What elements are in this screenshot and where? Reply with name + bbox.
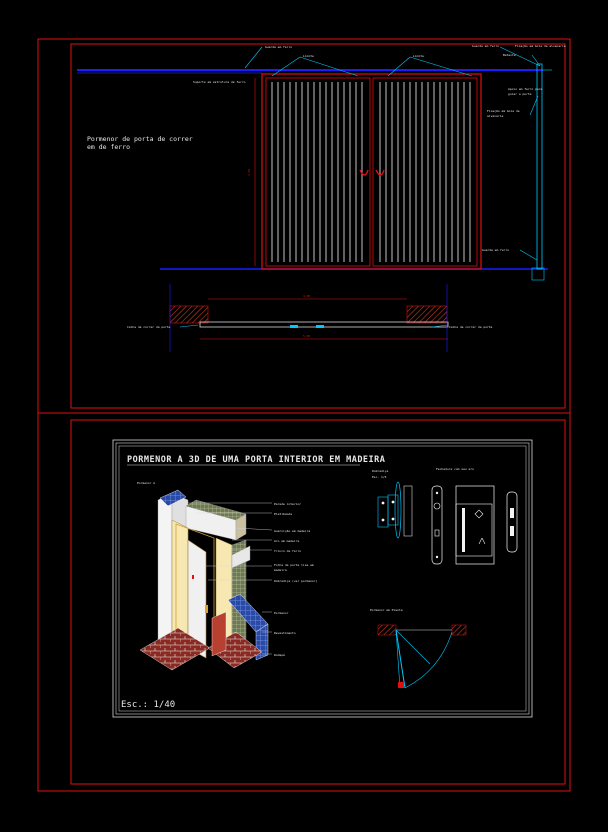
swing-detail bbox=[377, 624, 467, 689]
label-right-lower-a: Fixação em Gola de bbox=[487, 109, 520, 113]
gate-slats-right bbox=[379, 82, 471, 262]
label-top-left: Guarda em ferro bbox=[265, 45, 292, 49]
door-label-9: Pormenor bbox=[274, 611, 289, 615]
label-right-mid-b: guiar a porta bbox=[508, 92, 532, 96]
top-sheet-border bbox=[70, 43, 566, 409]
bottom-sheet-border bbox=[70, 419, 566, 785]
hinge-label-2: Esc. 1/5 bbox=[372, 475, 387, 479]
title-line1: Pormenor de porta de correr bbox=[87, 135, 193, 143]
plan-total: 5.00 bbox=[303, 334, 310, 338]
label-top-right-b: Fixação em Gola de alvenaria bbox=[515, 44, 566, 48]
gate-handle-icon bbox=[359, 169, 385, 176]
gate-labels: Pormenor de porta de correr em de ferro … bbox=[87, 44, 566, 252]
label-right-mid-a: Apoio em ferro para bbox=[508, 87, 543, 91]
hinge-detail bbox=[377, 481, 413, 539]
label-left-beam: Suporte em estrutura de ferro bbox=[193, 80, 246, 84]
door-label-6: Folha da porta lisa em bbox=[274, 563, 314, 567]
hinge-label-1: Dobradiça bbox=[372, 469, 388, 473]
gate-slats-left bbox=[271, 82, 363, 262]
door-label-3: Guarnição em madeira bbox=[274, 529, 310, 533]
detail-scale: Esc.: 1/40 bbox=[121, 700, 175, 710]
door-label-1: Parede interior bbox=[274, 502, 301, 506]
height-dimension: 2.50 bbox=[247, 169, 251, 176]
label-right-bottom: Guarda em ferro bbox=[482, 248, 509, 252]
label-top-mid-b: Limite bbox=[413, 54, 424, 58]
door-label-10: Revestimento bbox=[274, 631, 296, 635]
lock-label: Fechadura com seu aro bbox=[436, 467, 474, 471]
door-label-11: Rodapé bbox=[274, 653, 285, 657]
label-right-lower-b: alvenaria bbox=[487, 114, 503, 118]
plan-left-label: Calha de correr da porta bbox=[127, 325, 171, 329]
gate-plan: 4.00 5.00 Calha de correr da porta Calha… bbox=[127, 284, 493, 352]
door-3d bbox=[139, 489, 273, 671]
outer-frame bbox=[37, 38, 571, 792]
gate-elevation: 2.50 bbox=[77, 46, 552, 281]
door-label-5: Trinco de ferro bbox=[274, 549, 301, 553]
title-line2: em de ferro bbox=[87, 143, 130, 151]
door-label-8: Dobradiça (ver pormenor) bbox=[274, 579, 318, 583]
door-label-7: madeira bbox=[274, 568, 287, 572]
door-detail-frame bbox=[112, 439, 533, 718]
swing-label: Pormenor em Planta bbox=[370, 608, 403, 612]
door-labels: Pormenor A Parede interior Platibanda Gu… bbox=[137, 481, 318, 657]
plan-right-label: Calha de correr da porta bbox=[449, 325, 493, 329]
label-top-right-c: Batente bbox=[503, 53, 516, 57]
label-top-mid-a: Limite bbox=[303, 54, 314, 58]
door-label-4: Aro em madeira bbox=[274, 539, 299, 543]
door-label-0: Pormenor A bbox=[137, 481, 155, 485]
detail-title: PORMENOR A 3D DE UMA PORTA INTERIOR EM M… bbox=[127, 455, 385, 465]
label-top-right-a: Guarda em ferro bbox=[472, 44, 499, 48]
lock-detail bbox=[431, 485, 518, 565]
door-label-2: Platibanda bbox=[274, 512, 292, 516]
plan-width: 4.00 bbox=[303, 294, 310, 298]
